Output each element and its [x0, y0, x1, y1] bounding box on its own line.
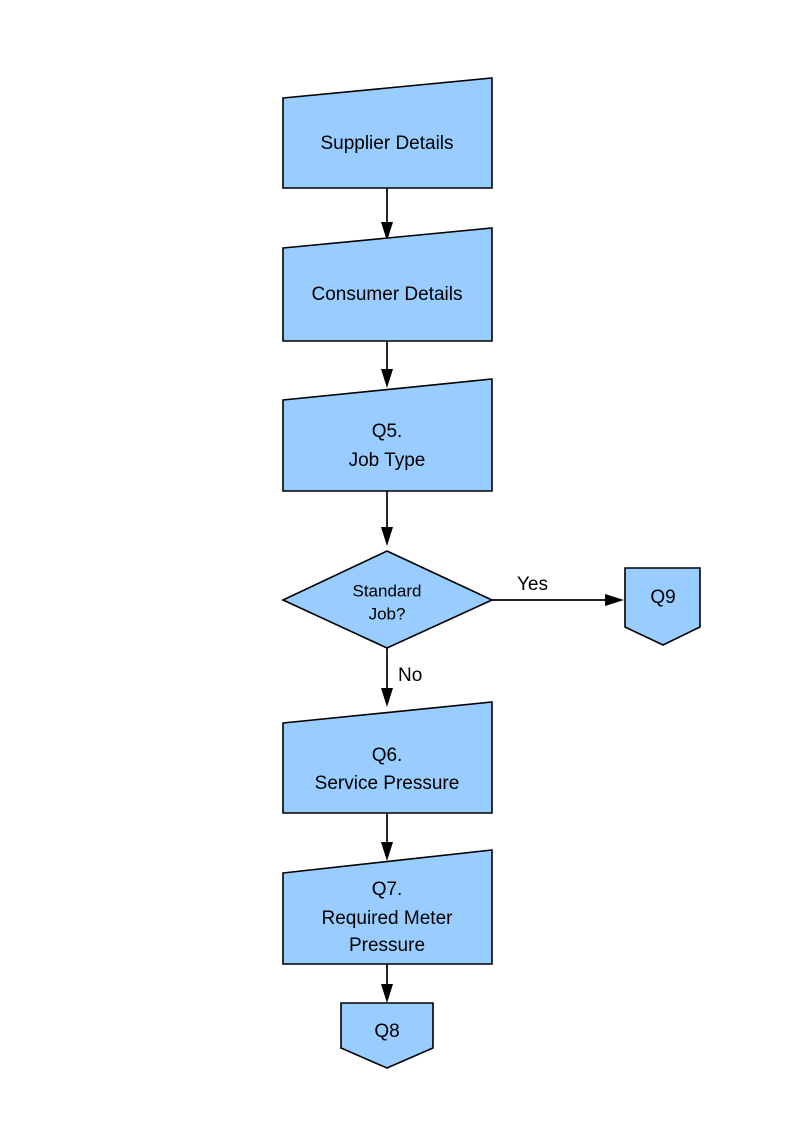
q7-required-meter-pressure-label-line-3: Pressure [349, 935, 425, 956]
q6-service-pressure-label-line-2: Service Pressure [315, 773, 460, 794]
edge-q5-to-decision [381, 491, 393, 546]
edge-q6-to-q7-arrowhead [381, 842, 393, 861]
node-standard-job-decision[interactable]: Standard Job? [281, 550, 494, 649]
node-q5-job-type[interactable]: Q5. Job Type [282, 378, 493, 492]
q8-label-line-1: Q8 [374, 1021, 399, 1042]
edge-q6-to-q7 [381, 813, 393, 861]
standard-job-decision-label-line-2: Job? [369, 604, 406, 623]
node-q6-service-pressure[interactable]: Q6. Service Pressure [282, 701, 493, 814]
q6-service-pressure-label-line-1: Q6. [372, 745, 403, 766]
q5-job-type-label-line-2: Job Type [349, 450, 426, 471]
q7-required-meter-pressure-label-line-1: Q7. [372, 879, 403, 900]
edge-label-no: No [398, 665, 422, 686]
q7-required-meter-pressure-shape[interactable] [282, 849, 493, 965]
edge-q5-to-decision-arrowhead [381, 527, 393, 546]
edge-decision-no-to-q6-arrowhead [381, 688, 393, 707]
edge-decision-yes-to-q9-arrowhead [605, 594, 624, 606]
edge-decision-yes-to-q9: Yes [492, 574, 624, 606]
edge-q7-to-q8 [381, 964, 393, 1003]
q9-shape[interactable] [624, 567, 701, 646]
node-q9[interactable]: Q9 [624, 567, 701, 646]
node-q7-required-meter-pressure[interactable]: Q7. Required Meter Pressure [282, 849, 493, 965]
edge-consumer-to-q5-arrowhead [381, 369, 393, 388]
edge-label-yes: Yes [517, 574, 548, 595]
q7-required-meter-pressure-label-line-2: Required Meter [322, 908, 454, 929]
consumer-details-label-line-1: Consumer Details [312, 284, 463, 305]
node-consumer-details[interactable]: Consumer Details [282, 227, 493, 342]
edge-q7-to-q8-arrowhead [381, 984, 393, 1003]
edge-decision-no-to-q6: No [381, 648, 422, 707]
q5-job-type-shape[interactable] [282, 378, 493, 492]
q8-shape[interactable] [340, 1002, 434, 1069]
edge-supplier-to-consumer-arrowhead [381, 222, 393, 241]
q5-job-type-label-line-1: Q5. [372, 421, 403, 442]
node-supplier-details[interactable]: Supplier Details [282, 77, 493, 189]
consumer-details-shape[interactable] [282, 227, 493, 342]
edge-supplier-to-consumer [381, 188, 393, 241]
node-q8[interactable]: Q8 [340, 1002, 434, 1069]
supplier-details-label-line-1: Supplier Details [320, 133, 453, 154]
supplier-details-shape[interactable] [282, 77, 493, 189]
edge-consumer-to-q5 [381, 341, 393, 388]
standard-job-decision-label-line-1: Standard [353, 581, 422, 600]
q9-label-line-1: Q9 [650, 587, 675, 608]
q6-service-pressure-shape[interactable] [282, 701, 493, 814]
